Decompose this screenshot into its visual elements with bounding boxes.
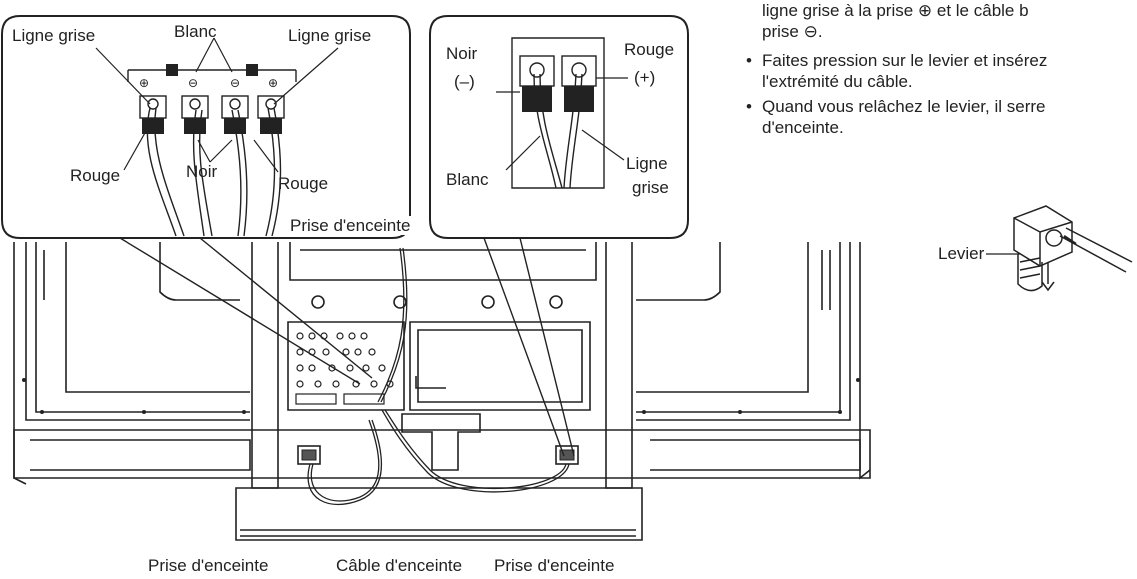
rc-gray-line-1: Ligne [626,154,668,173]
terminal-mark-minus-l: ⊖ [230,76,241,90]
instruction-notes: ligne grise à la prise ⊕ et le câble b p… [746,0,1137,138]
lever-label: Levier [938,244,985,263]
note-line-1: ligne grise à la prise ⊕ et le câble b [762,1,1029,20]
rc-black-sign: (–) [454,72,475,91]
left-white-label: Blanc [174,22,217,41]
note-bullet-1-line-a: Faites pression sur le levier et insérez [762,51,1048,70]
speaker-cable-label: Câble d'enceinte [336,556,463,575]
terminal-mark-plus-left: ⊕ [139,76,150,90]
rc-black-label: Noir [446,44,478,63]
note-bullet-2-line-a: Quand vous relâchez le levier, il serre [762,97,1046,116]
left-red-label: Rouge [70,166,121,185]
rc-gray-line-2: grise [632,178,669,197]
right-callout [429,15,689,457]
right-gray-line-label: Ligne grise [288,26,372,45]
terminal-mark-r: R [168,76,176,88]
terminal-mark-minus-r: ⊖ [188,76,199,90]
speaker-jack-left-label: Prise d'enceinte [148,556,269,575]
note-bullet-2-line-b: d'enceinte. [762,118,844,137]
note-bullet-1-line-b: l'extrémité du câble. [762,72,913,91]
rc-white-label: Blanc [446,170,489,189]
lever-illustration [986,205,1133,292]
rc-red-label: Rouge [624,40,675,59]
left-gray-line-label: Ligne grise [12,26,96,45]
bullet-symbol: • [746,97,752,116]
note-bullet-2: • Quand vous relâchez le levier, il serr… [746,96,1137,138]
right-red-label: Rouge [278,174,329,193]
speaker-cables [307,247,570,506]
bullet-symbol: • [746,51,752,70]
note-line-2: prise ⊖. [762,22,823,41]
note-bullet-1: • Faites pression sur le levier et insér… [746,50,1137,92]
speaker-jack-right-label: Prise d'enceinte [494,556,615,575]
rc-red-sign: (+) [634,68,656,87]
display-rear-panel [13,242,871,541]
left-callout [1,15,411,385]
terminal-mark-l: L [248,76,255,88]
left-black-label: Noir [186,162,218,181]
speaker-jack-top-label: Prise d'enceinte [288,216,413,235]
terminal-mark-plus-right: ⊕ [268,76,279,90]
